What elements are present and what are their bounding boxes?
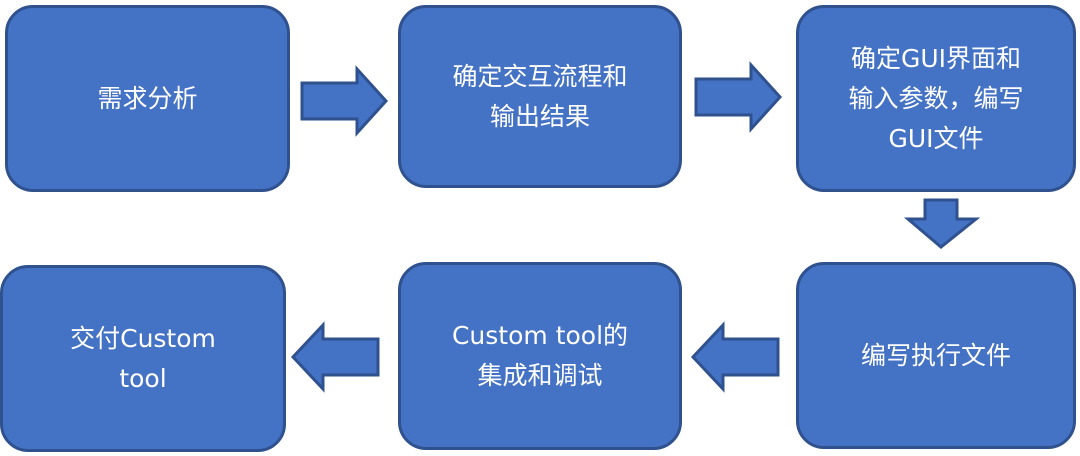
step-define-interaction-flow: 确定交互流程和 输出结果 (398, 5, 682, 188)
arrow-left-icon (290, 321, 380, 393)
step-integration-and-debug: Custom tool的 集成和调试 (398, 262, 682, 450)
step-define-gui: 确定GUI界面和 输入参数，编写 GUI文件 (796, 5, 1076, 192)
arrow-right-icon (300, 65, 389, 137)
step-deliver-tool: 交付Custom tool (0, 265, 286, 452)
step-requirements-analysis: 需求分析 (5, 5, 290, 192)
arrow-down-icon (903, 198, 981, 249)
step-write-execution-file: 编写执行文件 (796, 262, 1076, 449)
arrow-left-icon (690, 321, 780, 393)
arrow-right-icon (694, 61, 783, 133)
